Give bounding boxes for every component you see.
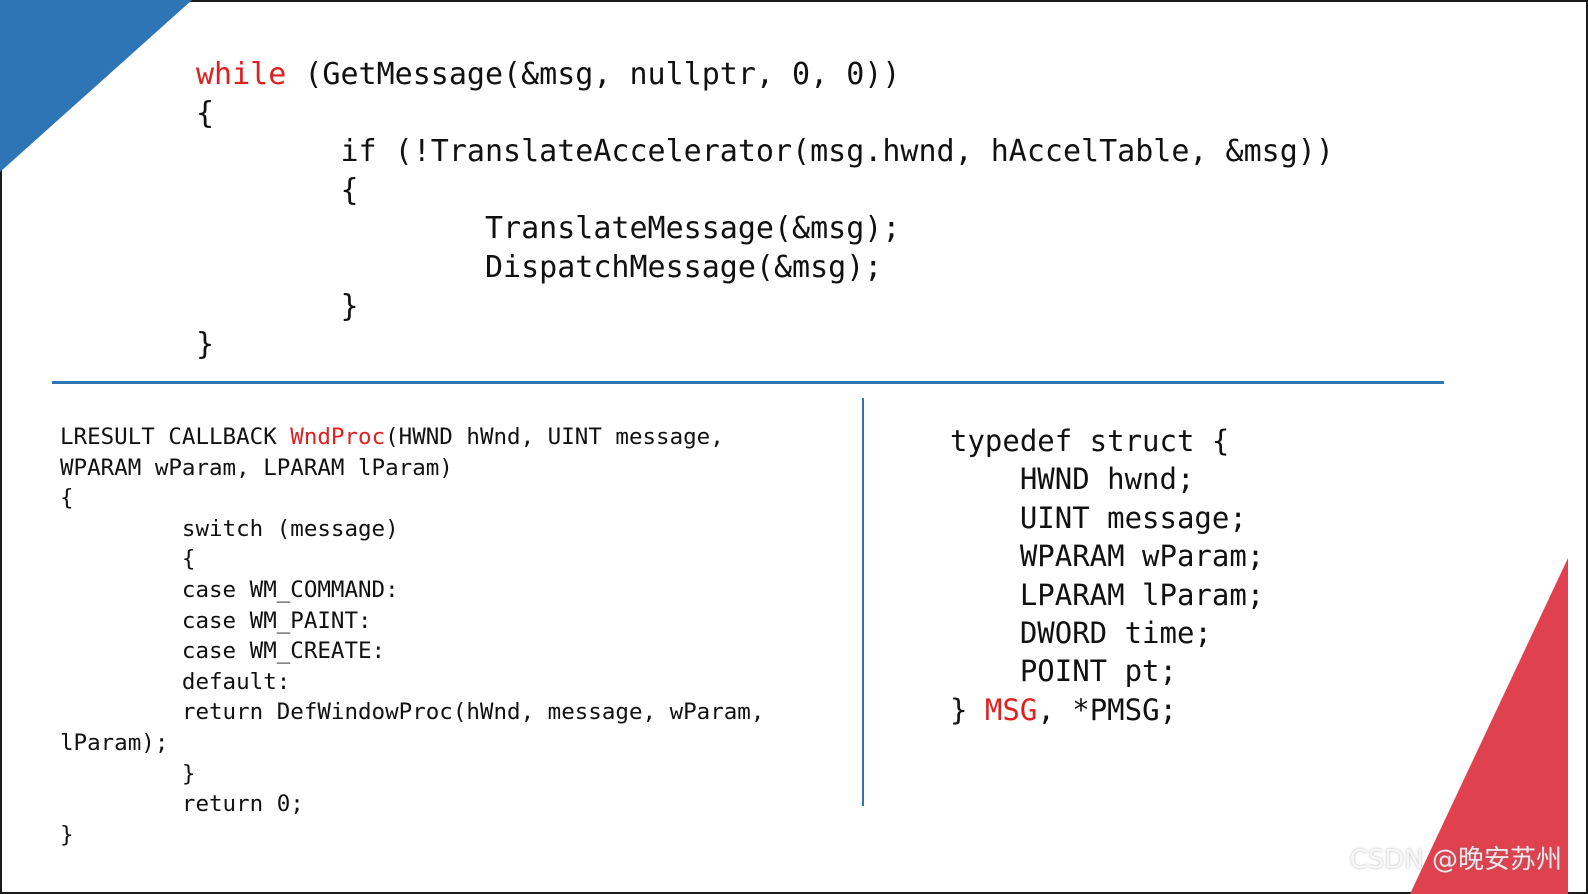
code-text: case WM_COMMAND:	[60, 576, 399, 603]
code-text: , *PMSG;	[1037, 692, 1177, 727]
code-line: typedef struct {	[950, 422, 1264, 460]
code-line: TranslateMessage(&msg);	[196, 210, 1334, 249]
code-text: LPARAM lParam;	[950, 577, 1265, 612]
code-text: }	[60, 821, 74, 848]
code-text: }	[950, 692, 985, 727]
code-text: {	[196, 172, 359, 208]
code-line: WPARAM wParam;	[950, 537, 1264, 575]
code-text: (HWND hWnd, UINT message,	[385, 424, 724, 450]
code-line: } MSG, *PMSG;	[950, 691, 1264, 729]
code-text: TranslateMessage(&msg);	[196, 211, 901, 247]
code-text: {	[60, 485, 74, 512]
code-text: DispatchMessage(&msg);	[196, 249, 883, 285]
code-line: case WM_PAINT:	[60, 606, 764, 637]
highlighted-keyword: WndProc	[290, 424, 386, 450]
code-text: typedef struct {	[950, 424, 1230, 458]
code-line: UINT message;	[950, 499, 1264, 537]
code-line: DWORD time;	[950, 614, 1264, 652]
code-line: default:	[60, 667, 764, 698]
code-text: }	[196, 327, 215, 363]
blue-corner-triangle	[0, 0, 192, 172]
code-line: }	[196, 326, 1334, 365]
wndproc-code: LRESULT CALLBACK WndProc(HWND hWnd, UINT…	[60, 422, 764, 850]
code-text: }	[60, 760, 196, 787]
code-text: if (!TranslateAccelerator(msg.hwnd, hAcc…	[196, 134, 1334, 170]
code-text: {	[60, 546, 196, 573]
code-line: while (GetMessage(&msg, nullptr, 0, 0))	[196, 56, 1334, 95]
code-line: WPARAM wParam, LPARAM lParam)	[60, 453, 764, 484]
code-text: POINT pt;	[950, 654, 1177, 689]
code-text: {	[196, 95, 215, 131]
code-line: lParam);	[60, 728, 764, 759]
code-text: switch (message)	[60, 515, 399, 542]
vertical-divider	[862, 398, 864, 806]
code-line: POINT pt;	[950, 652, 1264, 690]
code-text: LRESULT CALLBACK	[60, 424, 291, 450]
horizontal-divider	[52, 381, 1444, 384]
code-line: }	[60, 759, 764, 790]
code-line: if (!TranslateAccelerator(msg.hwnd, hAcc…	[196, 133, 1334, 172]
message-loop-code: while (GetMessage(&msg, nullptr, 0, 0)){…	[196, 56, 1334, 365]
code-line: {	[196, 172, 1334, 211]
highlighted-keyword: while	[196, 57, 287, 92]
code-line: switch (message)	[60, 514, 764, 545]
code-line: return DefWindowProc(hWnd, message, wPar…	[60, 697, 765, 728]
code-line: LRESULT CALLBACK WndProc(HWND hWnd, UINT…	[60, 422, 764, 453]
code-line: DispatchMessage(&msg);	[196, 249, 1334, 288]
code-line: HWND hwnd;	[950, 460, 1264, 498]
code-line: return 0;	[60, 789, 764, 820]
code-line: {	[196, 95, 1334, 134]
watermark: CSDN @晚安苏州	[1349, 845, 1562, 875]
code-text: default:	[60, 668, 291, 695]
code-line: LPARAM lParam;	[950, 576, 1264, 614]
code-text: WPARAM wParam;	[950, 539, 1265, 574]
code-line: }	[60, 820, 764, 851]
code-text: HWND hwnd;	[950, 462, 1195, 497]
code-text: (GetMessage(&msg, nullptr, 0, 0))	[286, 57, 901, 92]
code-text: DWORD time;	[950, 616, 1212, 651]
code-text: case WM_PAINT:	[60, 607, 372, 634]
msg-struct-code: typedef struct { HWND hwnd; UINT message…	[950, 422, 1264, 729]
code-text: }	[196, 288, 359, 324]
red-corner-triangle	[1410, 558, 1568, 894]
code-text: case WM_CREATE:	[60, 638, 386, 665]
code-text: lParam);	[60, 729, 169, 756]
code-text: UINT message;	[950, 500, 1247, 535]
code-text: return DefWindowProc(hWnd, message, wPar…	[60, 699, 765, 726]
code-line: {	[60, 544, 764, 575]
highlighted-keyword: MSG	[984, 692, 1038, 727]
code-line: }	[196, 288, 1334, 327]
code-text: WPARAM wParam, LPARAM lParam)	[60, 454, 453, 481]
code-text: return 0;	[60, 791, 304, 818]
code-line: case WM_COMMAND:	[60, 575, 764, 606]
code-line: case WM_CREATE:	[60, 636, 764, 667]
code-line: {	[60, 483, 764, 514]
